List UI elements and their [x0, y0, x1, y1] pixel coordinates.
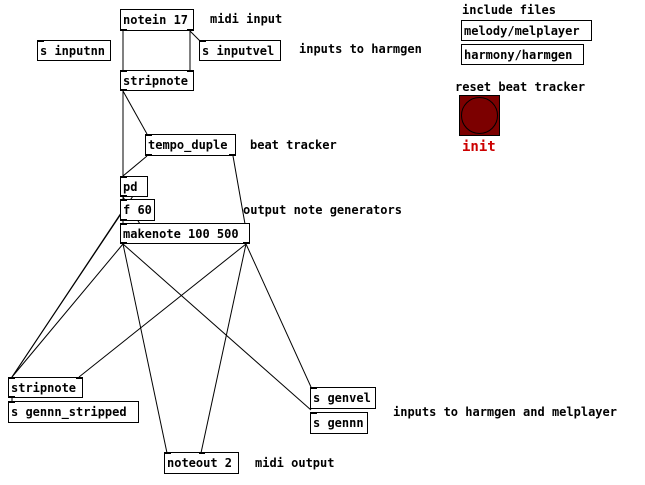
cord — [122, 155, 148, 177]
harmony-harmgen-object[interactable]: harmony/harmgen — [461, 44, 584, 65]
cord — [11, 209, 124, 378]
s-genvel-label: s genvel — [313, 391, 371, 405]
init-bang-label: init — [462, 139, 496, 155]
notein-object[interactable]: notein 17 — [120, 9, 194, 31]
stripnote-bottom-label: stripnote — [11, 381, 77, 395]
harmony-harmgen-label: harmony/harmgen — [464, 48, 573, 62]
s-gennn-stripped-object[interactable]: s gennn_stripped — [8, 401, 139, 423]
makenote-object[interactable]: makenote 100 500 — [120, 223, 250, 244]
comment-midi-output: midi output — [255, 456, 335, 470]
tempo-duple-label: tempo_duple — [148, 138, 228, 152]
cord — [122, 90, 148, 135]
outlet[interactable] — [146, 154, 152, 156]
inlet[interactable] — [9, 377, 15, 379]
inlet[interactable] — [38, 40, 44, 42]
comment-beat-tracker: beat tracker — [250, 138, 337, 152]
cord — [245, 243, 312, 388]
inlet[interactable] — [9, 401, 15, 403]
noteout-object[interactable]: noteout 2 — [164, 452, 239, 474]
makenote-label: makenote 100 500 — [123, 227, 239, 241]
outlet[interactable] — [187, 29, 193, 31]
inlet[interactable] — [187, 70, 193, 72]
stripnote-bottom-object[interactable]: stripnote — [8, 377, 83, 398]
outlet[interactable] — [229, 154, 235, 156]
inlet[interactable] — [311, 387, 317, 389]
inlet[interactable] — [200, 40, 206, 42]
melody-melplayer-object[interactable]: melody/melplayer — [461, 20, 592, 41]
s-gennn-stripped-label: s gennn_stripped — [11, 405, 127, 419]
melody-melplayer-label: melody/melplayer — [464, 24, 580, 38]
s-inputnn-object[interactable]: s inputnn — [37, 40, 111, 61]
f60-label: f 60 — [123, 203, 152, 217]
cord — [11, 243, 124, 378]
float-f60-object[interactable]: f 60 — [120, 199, 155, 221]
comment-midi-input: midi input — [210, 12, 283, 26]
comment-output-note-generators: output note generators — [243, 203, 402, 217]
cord — [78, 243, 247, 378]
s-genvel-object[interactable]: s genvel — [310, 387, 376, 409]
pd-subpatch-object[interactable]: pd — [120, 176, 148, 197]
pd-label: pd — [123, 180, 138, 194]
notein-label: notein 17 — [123, 13, 189, 27]
inlet[interactable] — [165, 452, 171, 454]
cord — [122, 243, 312, 411]
outlet[interactable] — [121, 29, 127, 31]
outlet[interactable] — [121, 89, 127, 91]
comment-inputs-to-harmgen: inputs to harmgen — [299, 42, 422, 56]
s-inputnn-label: s inputnn — [40, 44, 106, 58]
inlet[interactable] — [121, 199, 127, 201]
inlet[interactable] — [121, 70, 127, 72]
inlet[interactable] — [121, 223, 127, 225]
comment-inputs-to-harmgen-and-melplayer: inputs to harmgen and melplayer — [393, 405, 617, 419]
inlet[interactable] — [199, 452, 205, 454]
comment-include-files: include files — [462, 3, 556, 17]
outlet[interactable] — [121, 242, 127, 244]
bang-circle-icon — [461, 97, 498, 134]
outlet[interactable] — [9, 396, 15, 398]
outlet[interactable] — [121, 219, 127, 221]
inlet[interactable] — [121, 176, 127, 178]
cord — [200, 243, 247, 454]
tempo-duple-object[interactable]: tempo_duple — [145, 134, 236, 156]
comment-reset-beat-tracker: reset beat tracker — [455, 80, 586, 94]
s-inputvel-object[interactable]: s inputvel — [199, 40, 281, 61]
s-gennn-object[interactable]: s gennn — [310, 412, 368, 434]
stripnote-top-label: stripnote — [123, 74, 189, 88]
s-inputvel-label: s inputvel — [202, 44, 275, 58]
noteout-label: noteout 2 — [167, 456, 233, 470]
outlet[interactable] — [121, 195, 127, 197]
stripnote-top-object[interactable]: stripnote — [120, 70, 194, 91]
s-gennn-label: s gennn — [313, 416, 364, 430]
inlet[interactable] — [146, 134, 152, 136]
outlet[interactable] — [243, 242, 249, 244]
inlet[interactable] — [76, 377, 82, 379]
init-bang-button[interactable] — [459, 95, 500, 136]
inlet[interactable] — [311, 412, 317, 414]
